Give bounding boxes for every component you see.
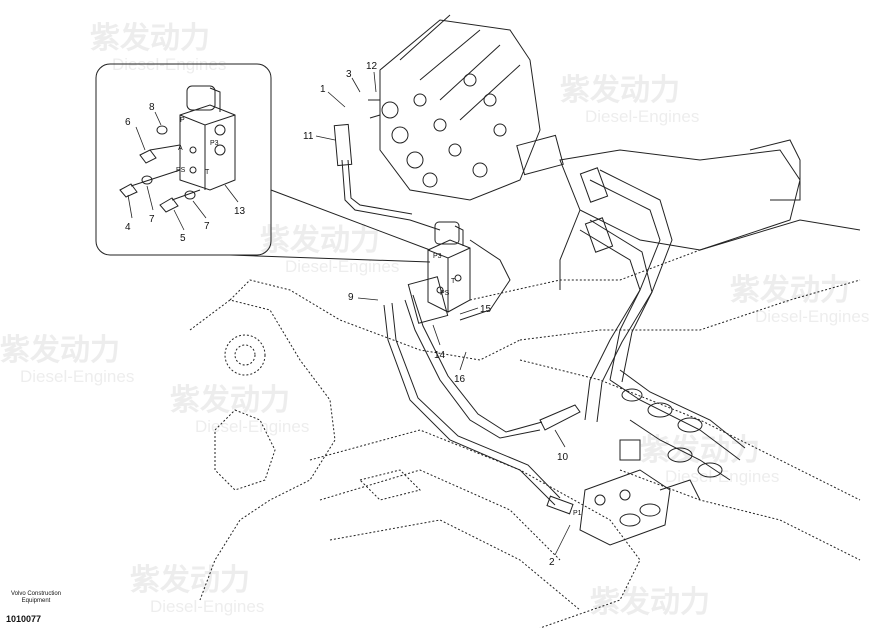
watermark-cn: 紫发动力 xyxy=(560,74,680,107)
diagram-code: 1010077 xyxy=(6,614,42,624)
watermark-en: Diesel-Engines xyxy=(20,367,134,386)
callout-label: 4 xyxy=(125,222,131,233)
detail-port-label: P xyxy=(180,117,185,124)
control-valve-block xyxy=(368,14,564,201)
callout-label: 2 xyxy=(549,557,555,568)
chassis-frame xyxy=(189,249,861,629)
watermark-cn: 紫发动力 xyxy=(130,564,250,597)
detail-port-label: P3 xyxy=(210,140,219,147)
callout-label: 12 xyxy=(366,61,378,72)
valve-port-label: PS xyxy=(440,290,450,297)
valve-port-label: T xyxy=(451,278,456,285)
detail-callout-box xyxy=(95,63,431,263)
watermark-en: Diesel-Engines xyxy=(195,417,309,436)
callout-label: 13 xyxy=(234,206,246,217)
watermark-en: Diesel-Engines xyxy=(585,107,699,126)
frame-structure xyxy=(559,139,861,290)
watermark-en: Diesel-Engines xyxy=(755,307,869,326)
watermark-en: Diesel-Engines xyxy=(285,257,399,276)
hoses xyxy=(333,123,581,515)
callout-label: 3 xyxy=(346,69,352,80)
callout-label: 8 xyxy=(149,102,155,113)
detail-port-label: A xyxy=(178,145,183,152)
watermark-cn: 紫发动力 xyxy=(0,334,120,367)
detail-port-label: PS xyxy=(176,167,186,174)
callout-label: 11 xyxy=(303,131,314,142)
watermark-en: Diesel-Engines xyxy=(665,467,779,486)
callout-label: 14 xyxy=(434,350,446,361)
callout-label: 5 xyxy=(180,233,186,244)
brand-line: Equipment xyxy=(21,598,51,604)
callout-numbers: 1 2 3 4 5 6 7 7 8 9 10 11 12 13 14 15 16… xyxy=(125,61,582,568)
callout-label: 7 xyxy=(204,221,210,232)
callout-label: 10 xyxy=(557,452,569,463)
leader-lines xyxy=(127,71,571,556)
brand-name: Volvo Construction Equipment xyxy=(6,591,66,605)
callout-label: 6 xyxy=(125,117,131,128)
watermark-cn: 紫发动力 xyxy=(590,586,710,619)
solenoid-valve xyxy=(407,221,471,324)
callout-label: 9 xyxy=(348,292,354,303)
callout-label: 16 xyxy=(454,374,466,385)
watermark-cn: 紫发动力 xyxy=(170,384,290,417)
watermarks: 紫发动力 Diesel-Engines 紫发动力 Diesel-Engines … xyxy=(0,22,869,619)
valve-port-label: P3 xyxy=(433,253,442,260)
callout-label: 7 xyxy=(149,214,155,225)
brand-line: Volvo Construction xyxy=(10,591,62,597)
callout-label: 1 xyxy=(320,84,326,95)
watermark-en: Diesel-Engines xyxy=(150,597,264,616)
valve-port-label: P1 xyxy=(573,510,582,517)
detail-valve-drawing xyxy=(119,85,236,213)
lower-valve-block xyxy=(579,469,701,546)
watermark-cn: 紫发动力 xyxy=(730,274,850,307)
footer: Volvo Construction Equipment 1010077 xyxy=(6,591,66,624)
watermark-cn: 紫发动力 xyxy=(90,22,210,55)
callout-label: 15 xyxy=(480,304,492,315)
hydraulic-tubes xyxy=(579,167,746,481)
watermark-cn: 紫发动力 xyxy=(260,224,380,257)
detail-port-label: T xyxy=(205,169,210,176)
